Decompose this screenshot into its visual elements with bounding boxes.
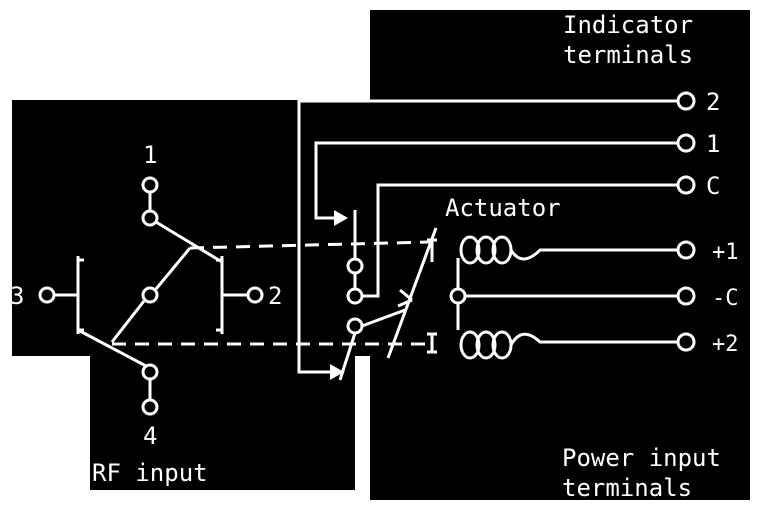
- wire-power-plus1: [509, 248, 677, 261]
- wire-power-plus2: [509, 332, 677, 346]
- power-terminal-plus2-label: +2: [712, 332, 739, 357]
- coil-common-node: [449, 287, 467, 305]
- rf-port-4-label: 4: [143, 422, 157, 450]
- power-terminal-plus2: [676, 332, 696, 352]
- port2-node: [246, 286, 264, 304]
- indicator-terminal-2-label: 2: [706, 88, 720, 116]
- actuator-rod-arrow-a: [399, 288, 413, 302]
- bg-rf-panel: [90, 340, 355, 490]
- wire-ind-1-arrow: [334, 210, 348, 226]
- indicator-terminal-c: [676, 175, 696, 195]
- rf-port-1-label: 1: [143, 141, 157, 169]
- power-title-line2: terminals: [562, 474, 692, 502]
- rf-input-label: RF input: [92, 459, 208, 487]
- indicator-terminals: [676, 91, 696, 195]
- port1-inner-node: [141, 209, 159, 227]
- port1-outer-node: [141, 176, 159, 194]
- port4-inner-node: [141, 363, 159, 381]
- wire-ind-2: [297, 99, 677, 374]
- power-terminal-plus1: [676, 240, 696, 260]
- rf-port-2-label: 2: [268, 282, 282, 310]
- actuator-to-contacts: [361, 308, 406, 328]
- coil-upper-turn-2: [475, 235, 497, 265]
- background: [12, 10, 750, 500]
- coil-upper-turn-1: [459, 235, 481, 265]
- ind-contact-common: [346, 287, 364, 305]
- actuator-rod: [386, 227, 438, 359]
- indicator-title-line2: terminals: [563, 41, 693, 69]
- bg-left-panel: [12, 100, 382, 356]
- ind-contact-no: [346, 317, 364, 335]
- actuator-rod-arrow-b: [397, 298, 413, 308]
- power-terminals: [676, 240, 696, 352]
- blade-common-to-bottom: [110, 300, 146, 343]
- coil-lower-turn-1: [459, 330, 481, 360]
- ind-contact-rod-bottom: [338, 332, 357, 381]
- ind-contact-nc: [346, 257, 364, 275]
- power-terminal-minus-c: [676, 286, 696, 306]
- power-title-line1: Power input: [562, 444, 721, 472]
- wire-ind-1: [314, 141, 677, 220]
- indicator-terminal-2: [676, 91, 696, 111]
- actuator: [361, 227, 677, 360]
- rf-port-3-label: 3: [10, 282, 24, 310]
- rf-switch: [38, 176, 264, 416]
- port4-outer-node: [141, 398, 159, 416]
- linkage-upper: [189, 240, 431, 250]
- indicator-switch: [297, 99, 677, 381]
- coil-lower-turn-2: [475, 330, 497, 360]
- indicator-terminal-c-label: C: [706, 172, 720, 200]
- indicator-terminal-1-label: 1: [706, 130, 720, 158]
- wire-ind-c: [362, 183, 677, 298]
- wire-ind-2-arrow: [330, 364, 344, 380]
- port3-node: [38, 286, 56, 304]
- power-terminal-plus1-label: +1: [712, 240, 739, 265]
- indicator-terminal-1: [676, 133, 696, 153]
- rf-common-node: [141, 286, 159, 304]
- power-terminal-minus-c-label: -C: [712, 286, 739, 311]
- blade-common-to-top: [154, 247, 192, 290]
- labels: Indicator terminals 2 1 C Actuator +1 -C…: [10, 11, 739, 502]
- blade-port1-to-port2: [155, 220, 223, 264]
- indicator-title-line1: Indicator: [563, 11, 693, 39]
- blade-port3-to-port4: [77, 328, 147, 368]
- mechanical-linkage: [112, 240, 431, 346]
- actuator-label: Actuator: [445, 194, 561, 222]
